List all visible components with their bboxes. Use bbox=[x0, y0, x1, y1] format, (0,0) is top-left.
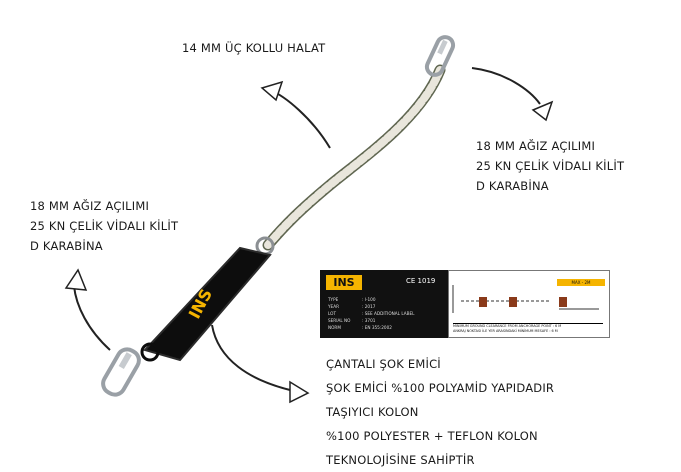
max-length-bar: MAX - 2M bbox=[557, 279, 605, 286]
caption-line: ŞOK EMİCİ %100 POLYAMİD YAPIDADIR bbox=[326, 381, 555, 395]
caption-left-carabiner: 18 MM AĞIZ AÇILIMI 25 KN ÇELİK VİDALI Kİ… bbox=[30, 196, 178, 256]
caption-top-rope: 14 MM ÜÇ KOLLU HALAT bbox=[182, 41, 326, 55]
caption-line: %100 POLYESTER + TEFLON KOLON bbox=[326, 429, 538, 443]
caption-line: ÇANTALI ŞOK EMİCİ bbox=[326, 357, 441, 371]
bottom-ring bbox=[140, 342, 160, 362]
arrow-left-carabiner bbox=[64, 268, 111, 351]
caption-line: 25 KN ÇELİK VİDALI KİLİT bbox=[476, 159, 625, 173]
label-footer: MINIMUM GROUND CLEARANCE FROM ANCHORAGE … bbox=[453, 323, 603, 334]
top-carabiner bbox=[424, 35, 456, 77]
caption-right-carabiner: 18 MM AĞIZ AÇILIMI 25 KN ÇELİK VİDALI Kİ… bbox=[476, 136, 624, 196]
bottom-carabiner bbox=[101, 347, 141, 397]
product-label: INS CE 1019 TYPE: I-100 YEAR: 2017 LOT: … bbox=[320, 270, 610, 338]
product-label-diagram-panel: MAX - 2M MINIMUM GROUND CLEARANCE FROM A… bbox=[448, 270, 610, 338]
label-spec-row: SERIAL NO: 3701 bbox=[328, 318, 376, 323]
fall-diagram bbox=[452, 285, 599, 313]
caption-line: TEKNOLOJİSİNE SAHİPTİR bbox=[326, 453, 475, 467]
ce-mark: CE 1019 bbox=[406, 277, 436, 285]
label-spec-row: TYPE: I-100 bbox=[328, 297, 376, 302]
caption-line: D KARABİNA bbox=[476, 179, 549, 193]
label-spec-row: YEAR: 2017 bbox=[328, 304, 376, 309]
arrow-rope bbox=[260, 80, 331, 149]
label-spec-row: LOT: SEE ADDITIONAL LABEL bbox=[328, 311, 415, 316]
caption-line: 18 MM AĞIZ AÇILIMI bbox=[476, 139, 596, 153]
product-label-info-panel: INS CE 1019 TYPE: I-100 YEAR: 2017 LOT: … bbox=[320, 270, 448, 338]
rope bbox=[262, 64, 446, 251]
label-spec-row: NORM: EN 355:2002 bbox=[328, 325, 392, 330]
caption-line: 18 MM AĞIZ AÇILIMI bbox=[30, 199, 150, 213]
caption-line: D KARABİNA bbox=[30, 239, 103, 253]
caption-line: 25 KN ÇELİK VİDALI KİLİT bbox=[30, 219, 179, 233]
caption-absorber: ÇANTALI ŞOK EMİCİ ŞOK EMİCİ %100 POLYAMİ… bbox=[326, 352, 554, 472]
caption-line: TAŞIYICI KOLON bbox=[326, 405, 419, 419]
label-spec-rows: TYPE: I-100 YEAR: 2017 LOT: SEE ADDITION… bbox=[328, 296, 446, 331]
arrow-absorber bbox=[211, 324, 310, 404]
shock-absorber-bag bbox=[143, 246, 272, 362]
arrow-right-carabiner bbox=[471, 67, 554, 122]
brand-logo: INS bbox=[326, 275, 362, 290]
